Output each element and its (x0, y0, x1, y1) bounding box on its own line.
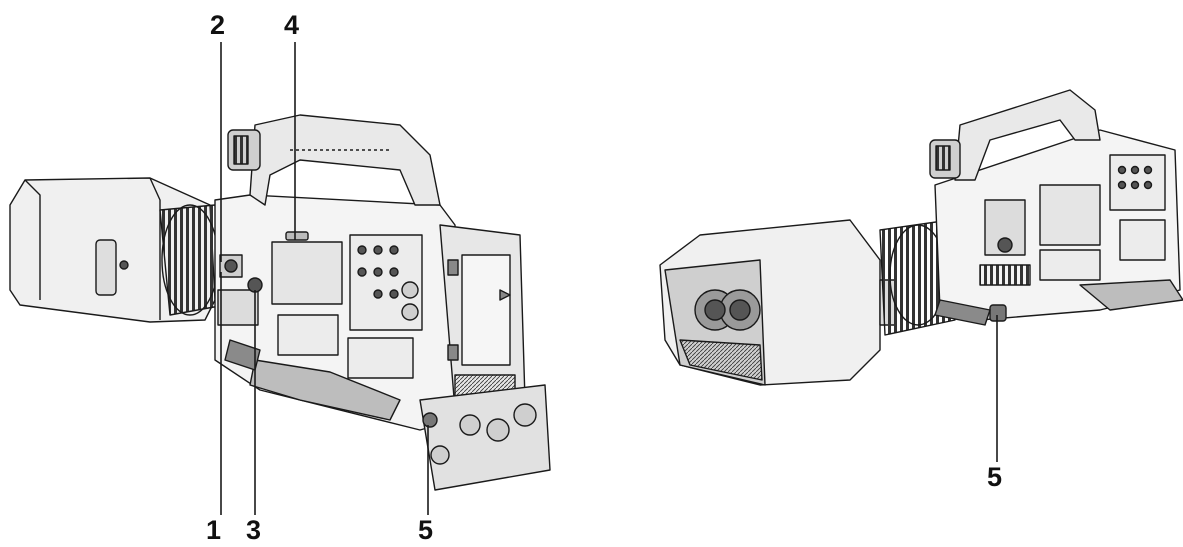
hood-latch-left (95, 239, 117, 296)
shoulder-pad-right (1079, 279, 1183, 311)
callout-label-4: 4 (284, 10, 300, 40)
callout-label-1: 1 (206, 515, 222, 545)
camera-right (659, 89, 1183, 386)
callout-label-2: 2 (210, 10, 226, 40)
connector-5-right (989, 304, 1007, 322)
shoulder-pad-left (249, 359, 401, 421)
callout-label-3: 3 (246, 515, 262, 545)
connector-5-left (422, 412, 438, 428)
leader-lines-left (220, 42, 429, 515)
switch-3-left (247, 277, 263, 293)
callout-label-5-right: 5 (987, 462, 1003, 492)
rear-panel-left (419, 384, 551, 491)
focus-ring-right (879, 219, 956, 336)
carry-handle-right (954, 89, 1101, 181)
camera-left (9, 114, 551, 491)
callout-label-5-left: 5 (418, 515, 434, 545)
lcd-panel-left (271, 241, 343, 305)
carry-handle-left (249, 114, 441, 206)
